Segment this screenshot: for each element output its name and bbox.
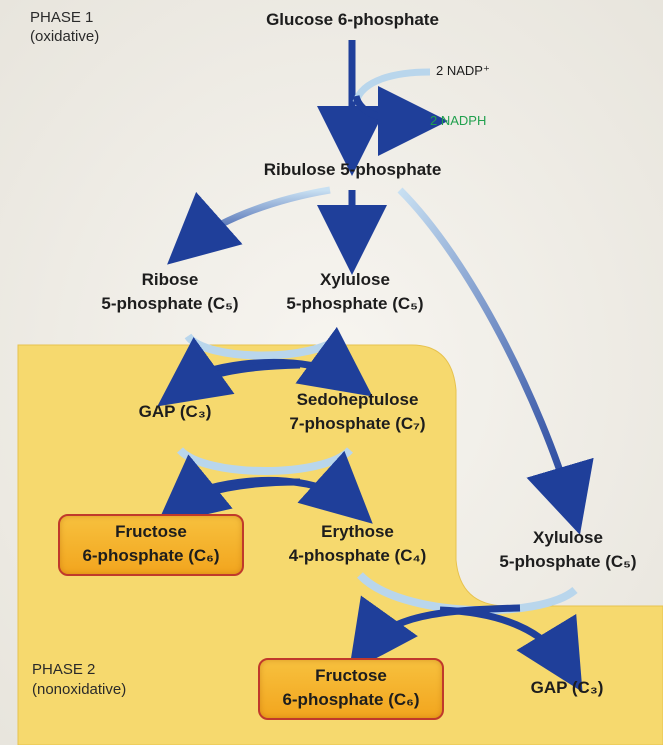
node-glucose-6-phosphate: Glucose 6-phosphate — [266, 10, 439, 29]
arrow-ribulose-to-ribose — [167, 186, 331, 265]
phase1-subtitle: (oxidative) — [30, 28, 100, 45]
node-gap-1: GAP (C₃) — [138, 402, 212, 421]
arrow-cross1-to-gap — [157, 337, 301, 407]
node-ribose-5-phosphate: Ribose 5-phosphate (C₅) — [101, 270, 239, 313]
node-erythrose-4-phosphate: Erythose 4-phosphate (C₄) — [288, 522, 427, 565]
arrow-ribulose-to-xylulose-right — [397, 187, 594, 535]
node-xylulose-5-phosphate-2: Xylulose 5-phosphate (C₅) — [499, 528, 637, 571]
node-gap-2: GAP (C₃) — [530, 678, 604, 697]
node-nadph: 2 NADPH — [430, 113, 487, 128]
phase2-subtitle: (nonoxidative) — [32, 681, 127, 698]
node-ribulose-5-phosphate: Ribulose 5-phosphate — [263, 160, 442, 179]
phase2-title: PHASE 2 — [32, 661, 96, 678]
arrow-cross2-to-fructose — [156, 454, 301, 526]
phase1-title: PHASE 1 — [30, 9, 94, 26]
node-fructose-6-phosphate-1: Fructose 6-phosphate (C₆) — [82, 522, 220, 565]
node-fructose-6-phosphate-2: Fructose 6-phosphate (C₆) — [282, 666, 420, 709]
arrow-nadph-out — [352, 85, 448, 156]
product-box-fructose-1: Fructose 6-phosphate (C₆) — [58, 514, 244, 576]
node-nadp: 2 NADP⁺ — [436, 63, 490, 78]
product-box-fructose-2: Fructose 6-phosphate (C₆) — [258, 658, 444, 720]
node-xylulose-5-phosphate: Xylulose 5-phosphate (C₅) — [286, 270, 424, 313]
arrow-cross3-to-fructose — [348, 595, 521, 673]
node-sedoheptulose-7-phosphate: Sedoheptulose 7-phosphate (C₇) — [289, 390, 426, 433]
